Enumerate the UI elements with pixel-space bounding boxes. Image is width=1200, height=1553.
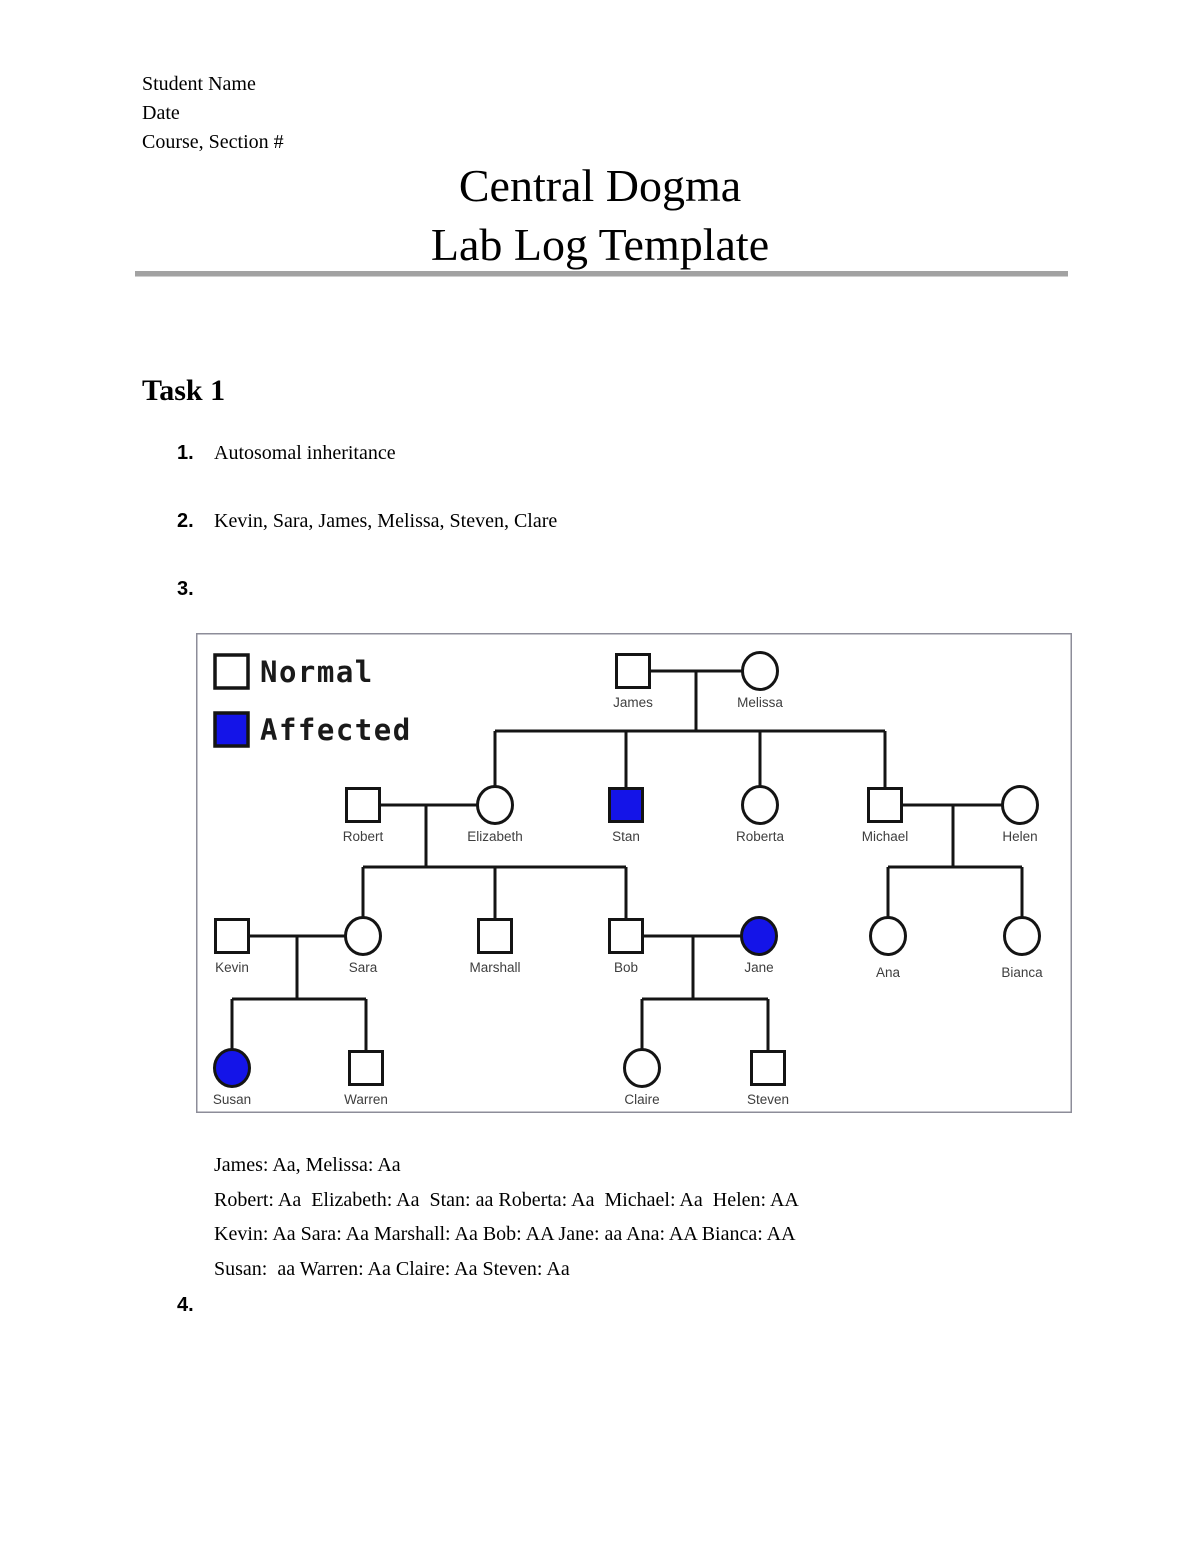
pedigree-node-robert: [345, 787, 381, 823]
pedigree-node-melissa: [741, 651, 779, 691]
pedigree-node-bob: [608, 918, 644, 954]
pedigree-label-bianca: Bianca: [1001, 965, 1043, 980]
list-item-1-text: Autosomal inheritance: [214, 442, 396, 464]
pedigree-label-claire: Claire: [624, 1092, 659, 1107]
pedigree-node-james: [615, 653, 651, 689]
genotype-line-4: Susan: aa Warren: Aa Claire: Aa Steven: …: [214, 1257, 570, 1280]
pedigree-node-bianca: [1003, 916, 1041, 956]
pedigree-node-elizabeth: [476, 785, 514, 825]
header-student-name: Student Name: [142, 73, 256, 95]
list-item-3: 3.: [0, 576, 1200, 602]
pedigree-node-kevin: [214, 918, 250, 954]
pedigree-label-robert: Robert: [343, 829, 384, 844]
list-item-2-number: 2.: [177, 510, 194, 532]
genotype-answers: James: Aa, Melissa: Aa Robert: Aa Elizab…: [214, 1148, 799, 1286]
pedigree-node-marshall: [477, 918, 513, 954]
task-1-heading: Task 1: [142, 374, 226, 407]
pedigree-node-roberta: [741, 785, 779, 825]
pedigree-node-sara: [344, 916, 382, 956]
pedigree-label-james: James: [613, 695, 653, 710]
pedigree-label-kevin: Kevin: [215, 960, 249, 975]
pedigree-frame: [196, 633, 1072, 1113]
pedigree-node-stan: [608, 787, 644, 823]
pedigree-label-marshall: Marshall: [469, 960, 520, 975]
pedigree-node-jane: [740, 916, 778, 956]
list-item-4-number: 4.: [177, 1294, 194, 1316]
header-date: Date: [142, 102, 180, 124]
page-title-line1: Central Dogma: [458, 160, 742, 211]
legend-normal-swatch: [213, 653, 250, 690]
title-rule: [135, 271, 1068, 277]
pedigree-label-ana: Ana: [876, 965, 901, 980]
pedigree-node-susan: [213, 1048, 251, 1088]
pedigree-node-steven: [750, 1050, 786, 1086]
pedigree-node-claire: [623, 1048, 661, 1088]
pedigree-label-roberta: Roberta: [736, 829, 785, 844]
pedigree-label-bob: Bob: [614, 960, 638, 975]
pedigree-label-sara: Sara: [349, 960, 378, 975]
pedigree-label-melissa: Melissa: [737, 695, 783, 710]
pedigree-label-steven: Steven: [747, 1092, 789, 1107]
page-title-line2: Lab Log Template: [430, 219, 770, 270]
document-header: Student Name Date Course, Section #: [142, 70, 284, 157]
list-item-2-text: Kevin, Sara, James, Melissa, Steven, Cla…: [214, 510, 558, 532]
legend-affected-swatch: [213, 711, 250, 748]
pedigree-label-helen: Helen: [1002, 829, 1037, 844]
genotype-line-1: James: Aa, Melissa: Aa: [214, 1154, 401, 1176]
list-item-1-number: 1.: [177, 442, 194, 464]
page-title: Central Dogma Lab Log Template: [0, 156, 1200, 274]
legend-normal-label: Normal: [260, 655, 374, 689]
genotype-line-3: Kevin: Aa Sara: Aa Marshall: Aa Bob: AA …: [214, 1223, 796, 1246]
genotype-line-2: Robert: Aa Elizabeth: Aa Stan: aa Robert…: [214, 1188, 799, 1211]
pedigree-label-jane: Jane: [744, 960, 773, 975]
pedigree-node-helen: [1001, 785, 1039, 825]
pedigree-label-michael: Michael: [862, 829, 909, 844]
pedigree-node-ana: [869, 916, 907, 956]
pedigree-label-susan: Susan: [213, 1092, 251, 1107]
pedigree-node-michael: [867, 787, 903, 823]
pedigree-node-warren: [348, 1050, 384, 1086]
list-item-2: 2. Kevin, Sara, James, Melissa, Steven, …: [0, 508, 1200, 534]
list-item-1: 1. Autosomal inheritance: [0, 440, 1200, 466]
legend-affected-label: Affected: [260, 713, 412, 747]
pedigree-label-stan: Stan: [612, 829, 640, 844]
pedigree-label-warren: Warren: [344, 1092, 388, 1107]
header-course-section: Course, Section #: [142, 131, 284, 153]
list-item-3-number: 3.: [177, 578, 194, 600]
pedigree-label-elizabeth: Elizabeth: [467, 829, 523, 844]
